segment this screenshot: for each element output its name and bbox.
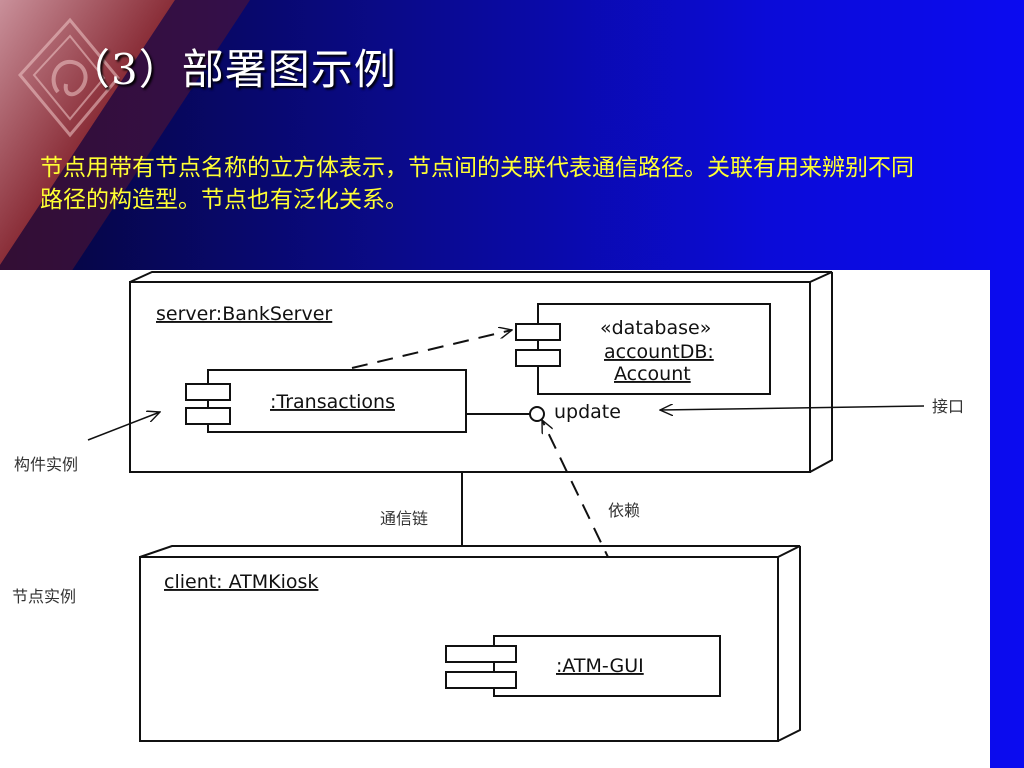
transactions-label: :Transactions — [270, 391, 395, 413]
db-dependency-arrow — [351, 330, 512, 369]
communication-link-annotation: 通信链 — [380, 509, 428, 528]
atm-gui-component — [445, 635, 721, 697]
db-component-port-bottom — [515, 349, 561, 367]
dependency-annotation: 依赖 — [608, 501, 640, 520]
db-name-line2: Account — [614, 363, 691, 385]
db-stereotype: «database» — [600, 317, 711, 339]
db-component-port-top — [515, 323, 561, 341]
slide-title: （3）部署图示例 — [68, 45, 397, 94]
atm-gui-port-top — [445, 645, 517, 663]
server-node-top — [129, 271, 833, 283]
component-instance-pointer — [87, 412, 160, 441]
transactions-component-body — [207, 369, 467, 433]
diagram-canvas: server:BankServer «database» accountDB: … — [12, 271, 964, 742]
atm-gui-label: :ATM-GUI — [556, 655, 644, 677]
node-instance-annotation: 节点实例 — [12, 587, 76, 606]
transactions-port-bottom — [185, 407, 231, 425]
transactions-component — [185, 369, 467, 433]
db-component-body — [537, 303, 771, 395]
client-node-title: client: ATMKiosk — [164, 571, 318, 593]
db-component — [515, 303, 771, 395]
atm-gui-component-body — [493, 635, 721, 697]
interface-annotation: 接口 — [932, 397, 964, 416]
client-node-top — [139, 545, 801, 558]
interface-lollipop-icon — [529, 406, 545, 422]
transactions-port-top — [185, 383, 231, 401]
client-node-side — [777, 546, 801, 742]
interface-label: update — [554, 401, 621, 423]
interface-pointer-arrow — [660, 406, 925, 410]
slide-description: 节点用带有节点名称的立方体表示，节点间的关联代表通信路径。关联有用来辨别不同路径… — [40, 155, 914, 213]
atm-gui-port-bottom — [445, 671, 517, 689]
db-name-line1: accountDB: — [604, 341, 714, 363]
server-node-title: server:BankServer — [156, 303, 332, 325]
logo-icon — [18, 17, 120, 138]
deployment-diagram: server:BankServer «database» accountDB: … — [0, 270, 990, 768]
server-node-side — [809, 272, 833, 473]
component-instance-annotation: 构件实例 — [14, 455, 78, 474]
